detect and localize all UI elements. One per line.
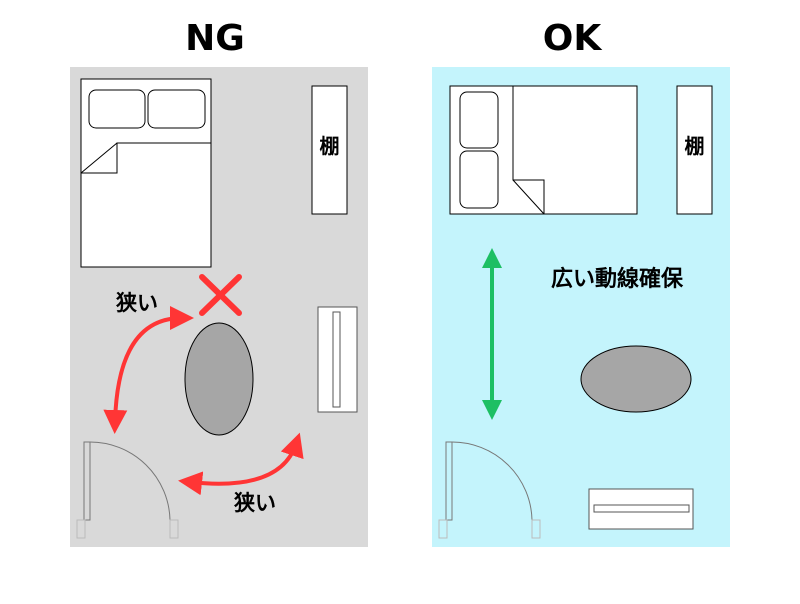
wide-path-label: 広い動線確保 <box>551 266 684 292</box>
ng-title: NG <box>185 18 245 59</box>
narrow-path-arrow-left <box>103 306 194 434</box>
ok-title: OK <box>543 18 603 59</box>
ok-tv-stand <box>588 488 694 530</box>
ok-bed <box>449 85 638 215</box>
ng-panel: NG 棚 狭い 狭い <box>70 18 368 547</box>
x-mark-icon <box>199 274 242 316</box>
ng-bed <box>80 78 212 268</box>
pillow <box>459 91 499 149</box>
shelf-label: 棚 <box>685 134 705 158</box>
pillow <box>88 89 146 129</box>
shelf-label: 棚 <box>320 134 340 158</box>
pillow <box>147 89 206 129</box>
ng-tv-stand <box>317 306 358 413</box>
ok-panel: OK 棚 広い動線確保 <box>432 18 730 547</box>
ng-shelf: 棚 <box>311 85 348 215</box>
ok-table <box>580 345 692 413</box>
ok-door <box>438 441 541 539</box>
narrow-label: 狭い <box>115 291 158 315</box>
narrow-path-arrow-bottom <box>178 432 304 496</box>
ok-shelf: 棚 <box>676 85 713 215</box>
ng-door <box>76 441 179 539</box>
narrow-label: 狭い <box>233 491 276 515</box>
ng-table <box>184 322 254 436</box>
pillow <box>459 150 499 209</box>
